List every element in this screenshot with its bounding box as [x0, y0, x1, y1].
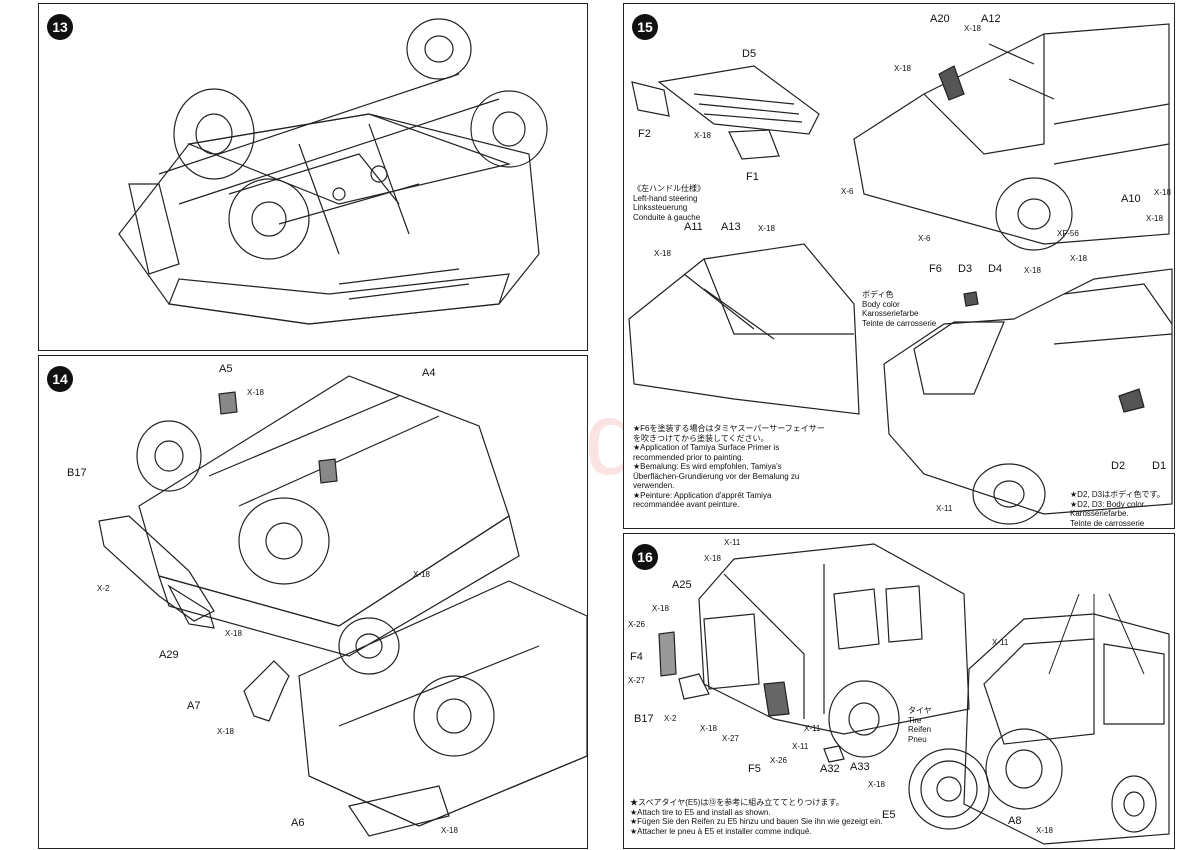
- screw-x26-a: X-26: [628, 620, 645, 629]
- label-a10: A10: [1121, 193, 1141, 205]
- screw-x11: X-11: [936, 504, 953, 513]
- step-16-panel: 16 X-11 X-18 A25 X-18 X-26 F4 X-27 B17 X…: [623, 533, 1175, 849]
- screw-x18-a12: X-18: [964, 24, 981, 33]
- label-a11: A11: [684, 221, 703, 233]
- label-e5: E5: [882, 809, 896, 821]
- label-d4: D4: [988, 263, 1003, 275]
- screw-x18-a6: X-18: [441, 826, 458, 835]
- screw-x18-d5: X-18: [694, 131, 711, 140]
- label-a33: A33: [850, 761, 870, 773]
- upturned-chassis-illustration: [118, 18, 548, 325]
- label-a32: A32: [820, 763, 840, 775]
- label-a8: A8: [1008, 815, 1022, 827]
- label-d3: D3: [958, 263, 973, 275]
- label-d5: D5: [742, 48, 757, 60]
- label-a20: A20: [930, 13, 950, 25]
- screw-x18-a7: X-18: [217, 727, 234, 736]
- lhd-caption: 《左ハンドル仕様》 Left-hand steering Linkssteuer…: [633, 184, 705, 222]
- primer-note: ★F6を塗装する場合はタミヤスーパーサーフェイサー を吹きつけてから塗装してくだ…: [633, 424, 825, 509]
- screw-x18-d4: X-18: [1024, 266, 1041, 275]
- step-14-illustration: [98, 375, 587, 837]
- step-15-illustration: [628, 23, 1173, 525]
- label-a29: A29: [159, 649, 179, 661]
- screw-x27-b: X-27: [722, 734, 739, 743]
- spare-tire-note: ★スペアタイヤ(E5)は⑬を参考に組み立ててとりつけます。 ★Attach ti…: [630, 798, 883, 836]
- screw-x18-a13: X-18: [758, 224, 775, 233]
- screw-x18-a4: X-18: [413, 570, 430, 579]
- screw-x6-b: X-6: [918, 234, 931, 243]
- screw-x18-a10a: X-18: [1154, 188, 1171, 197]
- screw-x18-a29: X-18: [225, 629, 242, 638]
- d2-d3-note: ★D2, D3はボディ色です。 ★D2, D3: Body color. Kar…: [1070, 490, 1165, 528]
- tire-caption: タイヤ Tire Reifen Pneu: [908, 706, 932, 744]
- screw-x2: X-2: [97, 584, 110, 593]
- label-b17: B17: [634, 713, 654, 725]
- step-13-badge: 13: [47, 14, 73, 40]
- step-16-badge: 16: [632, 544, 658, 570]
- screw-x18-a10b: X-18: [1146, 214, 1163, 223]
- screw-x27-a: X-27: [628, 676, 645, 685]
- label-f5: F5: [748, 763, 761, 775]
- label-f1: F1: [746, 171, 759, 183]
- step-16-illustration: [658, 543, 1170, 845]
- screw-x11-top: X-11: [724, 538, 741, 547]
- screw-x18-d1: X-18: [1070, 254, 1087, 263]
- screw-x18-f4: X-18: [652, 604, 669, 613]
- screw-x26-b: X-26: [770, 756, 787, 765]
- screw-x18-a8: X-18: [1036, 826, 1053, 835]
- screw-x18-a25: X-18: [704, 554, 721, 563]
- step-15-panel: 15 D5 F2 X-18 F1 A20 A12 X-18 X-18 X-6 X…: [623, 3, 1175, 529]
- screw-x18-a5: X-18: [247, 388, 264, 397]
- label-a12: A12: [981, 13, 1001, 25]
- screw-x11-b: X-11: [792, 742, 809, 751]
- label-d1: D1: [1152, 460, 1167, 472]
- screw-x11-c: X-11: [804, 724, 821, 733]
- label-a25: A25: [672, 579, 692, 591]
- label-f2: F2: [638, 128, 651, 140]
- label-d2: D2: [1111, 460, 1126, 472]
- screw-x18-a20: X-18: [894, 64, 911, 73]
- label-f6: F6: [929, 263, 942, 275]
- screw-x18-bumper: X-18: [700, 724, 717, 733]
- step-15-badge: 15: [632, 14, 658, 40]
- label-a13: A13: [721, 221, 741, 233]
- step-14-badge: 14: [47, 366, 73, 392]
- label-a7: A7: [187, 700, 201, 712]
- screw-x11-right: X-11: [992, 638, 1009, 647]
- screw-x2: X-2: [664, 714, 677, 723]
- screw-xf56: XF-56: [1057, 229, 1079, 238]
- label-a6: A6: [291, 817, 305, 829]
- body-color-caption: ボディ色 Body color Karosseriefarbe Teinte d…: [862, 290, 937, 328]
- step-13-panel: 13: [38, 3, 588, 351]
- screw-x18-a11: X-18: [654, 249, 671, 258]
- label-b17: B17: [67, 467, 87, 479]
- step-14-panel: 14 A5 X-18 A4 X-18 B17 X-2 X-18 A29 A7 X…: [38, 355, 588, 849]
- label-f4: F4: [630, 651, 643, 663]
- screw-x18-a33: X-18: [868, 780, 885, 789]
- screw-x6-a: X-6: [841, 187, 854, 196]
- label-a4: A4: [422, 367, 436, 379]
- label-a5: A5: [219, 363, 233, 375]
